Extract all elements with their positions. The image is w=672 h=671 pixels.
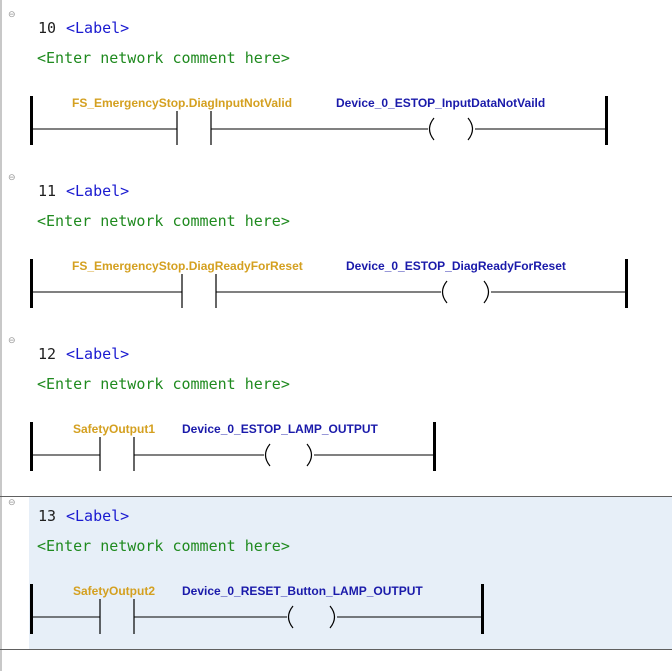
contact-variable-label[interactable]: SafetyOutput2: [73, 584, 156, 598]
ladder-rung: [30, 584, 484, 634]
network-comment[interactable]: <Enter network comment here>: [37, 212, 290, 230]
left-power-rail: [30, 259, 33, 308]
editor-left-margin: [0, 0, 2, 671]
network-13[interactable]: ⊖ 13 <Label> <Enter network comment here…: [0, 496, 672, 649]
network-number: 13: [38, 507, 57, 525]
contact-variable-label[interactable]: FS_EmergencyStop.DiagInputNotValid: [72, 96, 293, 110]
contact-symbol: [99, 437, 135, 471]
network-label[interactable]: <Label>: [66, 182, 130, 200]
contact-variable-label[interactable]: FS_EmergencyStop.DiagReadyForReset: [72, 259, 303, 273]
coil-variable-label[interactable]: Device_0_ESTOP_LAMP_OUTPUT: [182, 422, 378, 436]
right-power-rail: [605, 96, 608, 145]
network-comment[interactable]: <Enter network comment here>: [37, 375, 290, 393]
network-comment[interactable]: <Enter network comment here>: [37, 537, 290, 555]
contact-symbol: [176, 111, 212, 145]
ladder-rung: [30, 422, 436, 471]
network-number: 11: [38, 182, 57, 200]
contact-symbol: [181, 274, 217, 308]
collapse-icon[interactable]: ⊖: [8, 10, 16, 20]
ladder-rung: [30, 259, 628, 308]
left-power-rail: [30, 584, 33, 634]
right-power-rail: [433, 422, 436, 471]
network-11[interactable]: ⊖ 11 <Label> <Enter network comment here…: [0, 163, 672, 326]
network-number: 10: [38, 19, 57, 37]
collapse-icon[interactable]: ⊖: [8, 498, 16, 508]
network-12[interactable]: ⊖ 12 <Label> <Enter network comment here…: [0, 326, 672, 489]
editor-bottom-border: [0, 649, 672, 650]
collapse-icon[interactable]: ⊖: [8, 336, 16, 346]
coil-symbol: [428, 117, 474, 141]
coil-symbol: [264, 443, 313, 467]
coil-variable-label[interactable]: Device_0_RESET_Button_LAMP_OUTPUT: [182, 584, 423, 598]
network-label[interactable]: <Label>: [66, 345, 130, 363]
collapse-icon[interactable]: ⊖: [8, 173, 16, 183]
network-comment[interactable]: <Enter network comment here>: [37, 49, 290, 67]
right-power-rail: [481, 584, 484, 634]
network-label[interactable]: <Label>: [66, 19, 130, 37]
coil-symbol: [441, 280, 490, 304]
network-10[interactable]: ⊖ 10 <Label> <Enter network comment here…: [0, 0, 672, 163]
coil-symbol: [287, 605, 336, 629]
contact-symbol: [99, 599, 135, 634]
ladder-rung: [30, 96, 608, 145]
coil-variable-label[interactable]: Device_0_ESTOP_InputDataNotVaild: [336, 96, 546, 110]
contact-variable-label[interactable]: SafetyOutput1: [73, 422, 156, 436]
right-power-rail: [625, 259, 628, 308]
network-label[interactable]: <Label>: [66, 507, 130, 525]
selection-highlight: [29, 496, 672, 649]
left-power-rail: [30, 422, 33, 471]
coil-variable-label[interactable]: Device_0_ESTOP_DiagReadyForReset: [346, 259, 566, 273]
selection-border: [0, 496, 672, 497]
network-number: 12: [38, 345, 57, 363]
left-power-rail: [30, 96, 33, 145]
